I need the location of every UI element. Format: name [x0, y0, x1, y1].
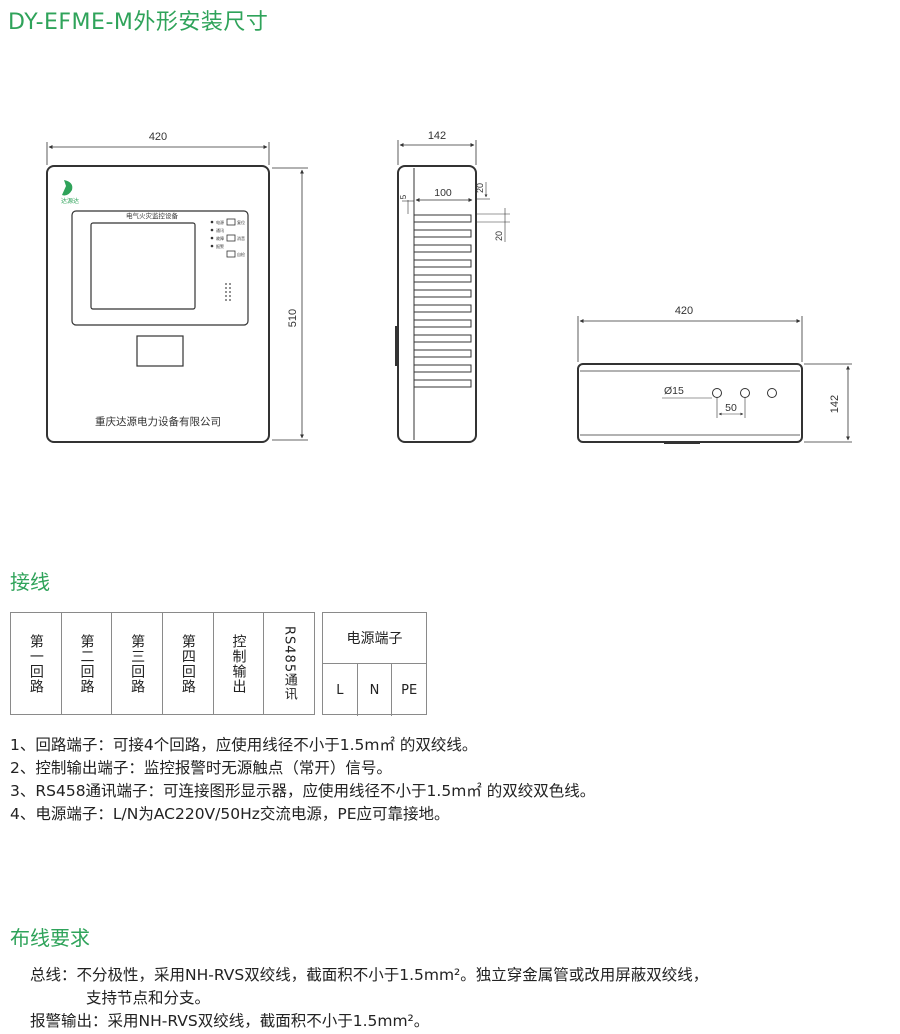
bottom-width-label: 420	[675, 305, 693, 317]
bottom-view	[577, 316, 852, 444]
terminal-table: 第一回路 第二回路 第三回路 第四回路 控制输出 RS485通讯	[10, 612, 315, 715]
layout-requirements: 总线：不分极性，采用NH-RVS双绞线，截面积不小于1.5mm²。独立穿金属管或…	[30, 964, 708, 1033]
company-name: 重庆达源电力设备有限公司	[95, 415, 221, 428]
terminal-cell: RS485通讯	[264, 613, 314, 714]
bottom-height-label: 142	[829, 395, 841, 413]
terminal-cell: 第二回路	[62, 613, 113, 714]
indicator-3: 故障	[216, 235, 224, 241]
spacing-label: 50	[725, 402, 737, 414]
front-height-label: 510	[287, 309, 299, 327]
btn-label-2: 消音	[237, 235, 245, 241]
layout-heading: 布线要求	[10, 926, 90, 950]
page-title: DY-EFME-M外形安装尺寸	[8, 10, 269, 35]
note-1: 1、回路端子：可接4个回路，应使用线径不小于1.5m㎡ 的双绞线。	[10, 736, 478, 754]
brand-text: 达源达	[61, 197, 79, 205]
req-line-3: 报警输出：采用NH-RVS双绞线，截面积不小于1.5mm²。	[30, 1012, 430, 1030]
terminal-label: 第一回路	[27, 633, 44, 694]
wiring-heading: 接线	[10, 570, 50, 594]
req-line-1: 总线：不分极性，采用NH-RVS双绞线，截面积不小于1.5mm²。独立穿金属管或…	[30, 966, 709, 984]
terminal-label: 第四回路	[179, 633, 196, 694]
indicator-4: 报警	[216, 243, 224, 249]
terminal-label: 第三回路	[129, 633, 146, 694]
indicator-1: 电源	[216, 219, 224, 225]
indicator-2: 通讯	[216, 227, 224, 233]
terminal-label: 第二回路	[78, 633, 95, 694]
power-cell-l: L	[323, 664, 358, 716]
front-view	[46, 142, 308, 443]
btn-label-1: 复位	[237, 219, 245, 225]
side-top-label: 20	[475, 183, 485, 193]
terminal-label: 控制输出	[230, 633, 247, 694]
terminal-cell: 控制输出	[214, 613, 265, 714]
terminal-cell: 第四回路	[163, 613, 214, 714]
side-slot-label: 20	[494, 231, 504, 241]
side-offset-label: 5	[399, 194, 408, 199]
power-cell-n: N	[358, 664, 393, 716]
wiring-notes: 1、回路端子：可接4个回路，应使用线径不小于1.5m㎡ 的双绞线。 2、控制输出…	[10, 734, 595, 826]
terminal-cell: 第三回路	[112, 613, 164, 714]
power-terminal-table: 电源端子 L N PE	[322, 612, 427, 716]
btn-label-3: 自检	[237, 251, 245, 257]
front-width-label: 420	[149, 131, 167, 143]
hole-label: Ø15	[664, 385, 684, 397]
req-line-2: 支持节点和分支。	[86, 989, 211, 1007]
power-terminal-label: 电源端子	[323, 613, 426, 664]
side-depth-label: 142	[428, 130, 446, 142]
terminal-label: RS485通讯	[281, 625, 297, 702]
side-view	[395, 140, 510, 443]
note-3: 3、RS458通讯端子：可连接图形显示器，应使用线径不小于1.5m㎡ 的双绞双色…	[10, 782, 596, 800]
dimension-drawing: 420 510 达源达 电气火灾监控设备 电源 通讯 故障 报警 复位 消音 自…	[46, 130, 852, 444]
note-2: 2、控制输出端子：监控报警时无源触点（常开）信号。	[10, 759, 392, 777]
power-cell-pe: PE	[401, 682, 418, 698]
terminal-cell: 第一回路	[11, 613, 62, 714]
note-4: 4、电源端子：L/N为AC220V/50Hz交流电源，PE应可靠接地。	[10, 805, 450, 823]
side-inner-label: 100	[434, 187, 452, 199]
panel-title: 电气火灾监控设备	[126, 211, 179, 220]
